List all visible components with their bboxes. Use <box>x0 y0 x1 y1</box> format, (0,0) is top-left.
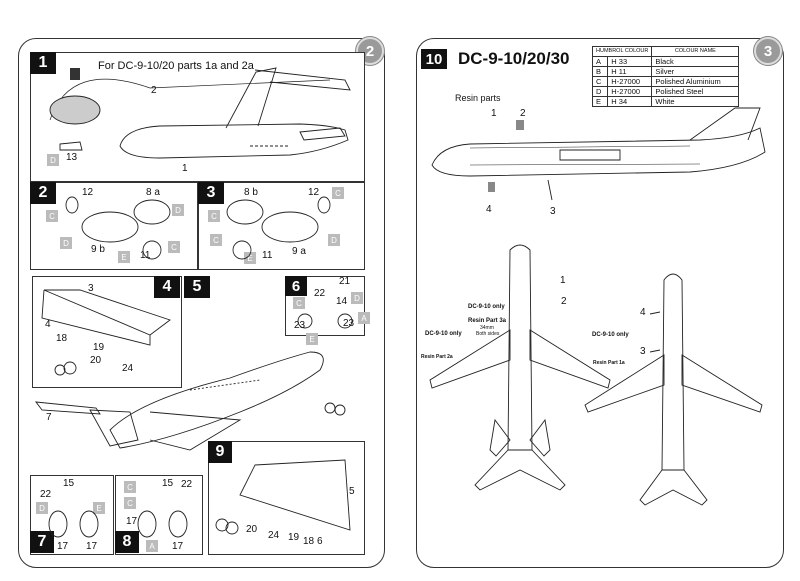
part-label: 5 <box>349 486 355 497</box>
color-letter: C <box>168 241 180 253</box>
step-number: 7 <box>30 531 54 553</box>
part-label: 17 <box>86 541 98 552</box>
part-label: 8 a <box>146 187 160 198</box>
callout-label: 3 <box>640 346 646 357</box>
part-label: 22 <box>181 479 193 490</box>
color-letter: D <box>60 237 72 249</box>
step-number: 5 <box>184 276 210 298</box>
part-label: 7 <box>46 412 52 423</box>
aircraft-title: DC-9-10/20/30 <box>458 49 570 68</box>
part-label: 24 <box>268 530 280 541</box>
dc9-fuselage-drawing <box>49 67 351 159</box>
step-number: 1 <box>30 52 56 74</box>
part-label: 18 <box>56 333 68 344</box>
part-label: 20 <box>246 524 258 535</box>
part-label: 2 <box>151 85 157 96</box>
step-2-panel <box>30 182 198 270</box>
step-number: 8 <box>115 531 139 553</box>
part-label: 9 a <box>292 246 306 257</box>
part-label: 15 <box>162 478 174 489</box>
dc9-top-view-right-drawing <box>584 273 763 506</box>
step-number: 4 <box>154 276 180 298</box>
right-instruction-page <box>416 38 784 568</box>
part-label: 22 <box>40 489 52 500</box>
part-label: 17 <box>126 516 138 527</box>
color-letter: C <box>46 210 58 222</box>
resin-parts-label: Resin parts <box>455 93 501 103</box>
color-letter: C <box>332 187 344 199</box>
part-label: 21 <box>339 276 351 287</box>
part-label: 15 <box>63 478 75 489</box>
part-label: 24 <box>122 363 134 374</box>
part-label: 11 <box>262 250 273 261</box>
part-label: 19 <box>93 342 105 353</box>
part-label: 4 <box>45 319 51 330</box>
dc9-side-view-drawing <box>431 107 766 201</box>
color-letter: E <box>244 252 256 264</box>
step-number: 6 <box>285 276 307 296</box>
color-letter: D <box>36 502 48 514</box>
note-text: Both sides <box>476 331 500 337</box>
part-label: 9 b <box>91 244 105 255</box>
color-letter: A <box>358 312 370 324</box>
note-text: 34mm <box>480 325 494 331</box>
step-number: 10 <box>421 49 447 69</box>
color-letter: D <box>47 154 59 166</box>
color-letter: C <box>124 497 136 509</box>
color-letter: D <box>172 204 184 216</box>
wing-left-drawing <box>41 289 171 376</box>
color-letter: C <box>208 210 220 222</box>
part-label: 1 <box>182 163 188 174</box>
note-text: DC-9-10 only <box>425 331 462 337</box>
part-label: 20 <box>90 355 102 366</box>
engine-drawings <box>65 196 331 260</box>
callout-label: 2 <box>561 296 567 307</box>
part-label: 8 b <box>244 187 258 198</box>
callout-label: 4 <box>486 204 492 215</box>
part-label: 3 <box>88 283 94 294</box>
note-text: Resin Part 2a <box>421 354 453 360</box>
note-text: DC-9-10 only <box>468 304 505 310</box>
color-letter: C <box>293 297 305 309</box>
dc9-top-view-left-drawing <box>429 244 611 491</box>
dc9-main-view-drawing <box>35 351 346 451</box>
step-heading: For DC-9-10/20 parts 1a and 2a <box>98 60 254 72</box>
color-letter: A <box>146 540 158 552</box>
part-label: 19 <box>288 532 300 543</box>
step-number: 2 <box>30 182 56 204</box>
color-letter: D <box>328 234 340 246</box>
part-label: 17 <box>57 541 69 552</box>
part-label: 13 <box>66 152 78 163</box>
part-label: 18 <box>303 536 315 547</box>
part-label: 12 <box>82 187 94 198</box>
color-letter: C <box>124 481 136 493</box>
callout-label: 2 <box>520 108 526 119</box>
color-letter: D <box>351 292 363 304</box>
step-number: 3 <box>198 182 224 204</box>
part-label: 12 <box>308 187 320 198</box>
part-label: 14 <box>336 296 348 307</box>
color-letter: C <box>210 234 222 246</box>
color-letter: E <box>306 333 318 345</box>
color-letter: E <box>93 502 105 514</box>
note-text: Resin Part 1a <box>593 360 625 366</box>
callout-label: 1 <box>560 275 566 286</box>
part-label: 17 <box>172 541 184 552</box>
note-text: DC-9-10 only <box>592 332 629 338</box>
part-label: 22 <box>314 288 326 299</box>
callout-label: 1 <box>491 108 497 119</box>
callout-label: 3 <box>550 206 556 217</box>
color-letter: E <box>118 251 130 263</box>
step-number: 9 <box>208 441 232 463</box>
note-text: Resin Part 3a <box>468 318 507 324</box>
callout-label: 4 <box>640 307 646 318</box>
page-number-badge: 3 <box>754 37 782 65</box>
part-label: 23 <box>343 318 355 329</box>
part-label: 6 <box>317 536 323 547</box>
